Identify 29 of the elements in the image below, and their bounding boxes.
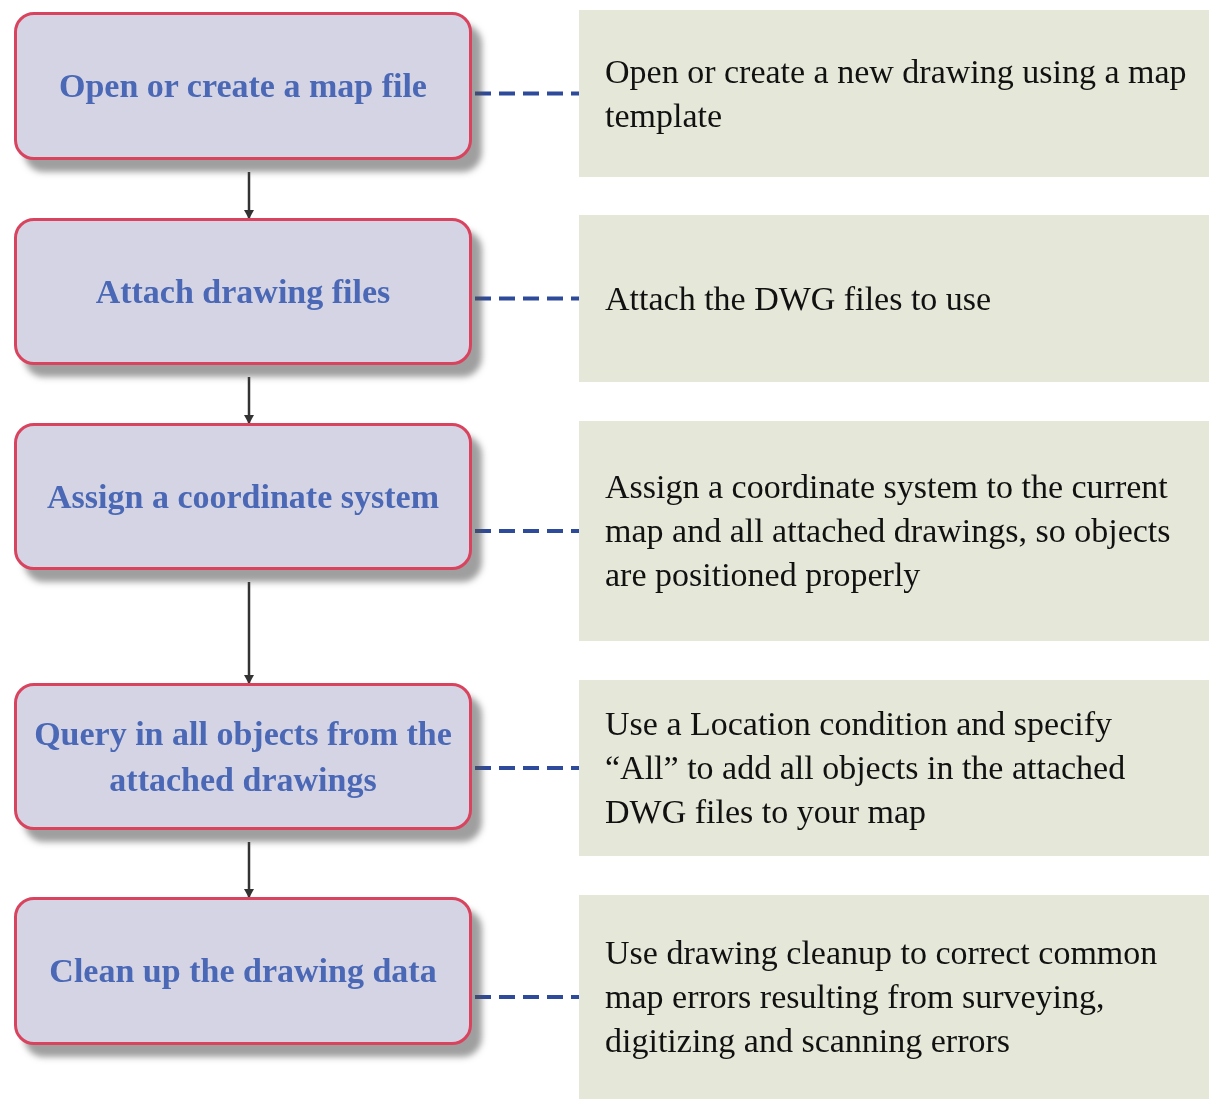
step-label: Attach drawing files bbox=[95, 271, 391, 312]
process-box bbox=[14, 218, 472, 365]
step-label: Assign a coordinate system bbox=[47, 476, 439, 517]
description-text: Attach the DWG files to use bbox=[605, 278, 992, 319]
description-text: Use a Location condition and specify “All” to add all objects in the attached DWG files to your map bbox=[605, 704, 1127, 832]
description-panel bbox=[579, 215, 1209, 382]
arrow bbox=[244, 842, 254, 898]
description-panel bbox=[579, 680, 1209, 856]
dashed-connector bbox=[475, 296, 579, 301]
step-label: Query in all objects from the attached drawings bbox=[33, 713, 453, 800]
arrow bbox=[244, 582, 254, 684]
dashed-connector bbox=[475, 91, 579, 96]
description-panel bbox=[579, 10, 1209, 177]
process-box bbox=[14, 683, 472, 830]
dashed-connector bbox=[475, 995, 579, 999]
process-box bbox=[14, 423, 472, 570]
description-text: Use drawing cleanup to correct common map errors resulting from surveying, digitizing and scanning errors bbox=[605, 933, 1159, 1061]
description-panel bbox=[579, 895, 1209, 1099]
step-label: Open or create a map file bbox=[59, 66, 427, 106]
process-box bbox=[14, 12, 472, 160]
process-box bbox=[14, 897, 472, 1045]
step-label: Clean up the drawing data bbox=[49, 951, 437, 991]
dashed-connector bbox=[475, 529, 579, 533]
description-panel bbox=[579, 421, 1209, 641]
dashed-connector bbox=[475, 766, 579, 770]
arrow bbox=[244, 377, 254, 424]
description-text: Assign a coordinate system to the current map and all attached drawings, so objects are positioned properly bbox=[605, 467, 1172, 595]
arrow bbox=[244, 172, 254, 219]
description-text: Open or create a new drawing using a map template bbox=[605, 51, 1188, 136]
